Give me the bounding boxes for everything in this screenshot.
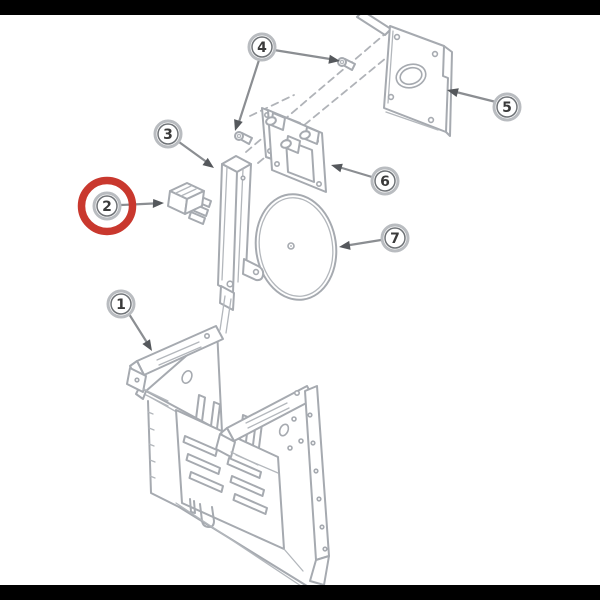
bottom-letterbox-bar [0,585,600,600]
leader-arrows [119,48,498,351]
part-1-chassis-drawing [126,325,330,589]
callout-1[interactable]: 1 [106,289,136,319]
callout-3-label: 3 [163,127,173,143]
callout-5-label: 5 [502,100,512,116]
part-5-plate-drawing [356,10,453,137]
part-6-bracket-drawing [261,107,327,193]
highlight-ring [77,176,137,236]
callout-4-label: 4 [257,40,267,56]
callout-2-label: 2 [102,199,112,215]
callout-7[interactable]: 7 [380,223,410,253]
part-2-connector-drawing [167,182,212,225]
callout-6[interactable]: 6 [370,166,400,196]
top-letterbox-bar [0,0,600,15]
callout-1-label: 1 [116,297,126,313]
callout-2[interactable]: 2 [92,191,122,221]
callout-4[interactable]: 4 [247,32,277,62]
part-3-channel-bracket-drawing [217,155,265,334]
callout-3[interactable]: 3 [153,119,183,149]
part-7-disc-drawing [254,193,338,301]
part-4-screws-drawing [234,57,356,145]
callout-6-label: 6 [380,174,390,190]
callout-5[interactable]: 5 [492,92,522,122]
callout-7-label: 7 [390,231,400,247]
